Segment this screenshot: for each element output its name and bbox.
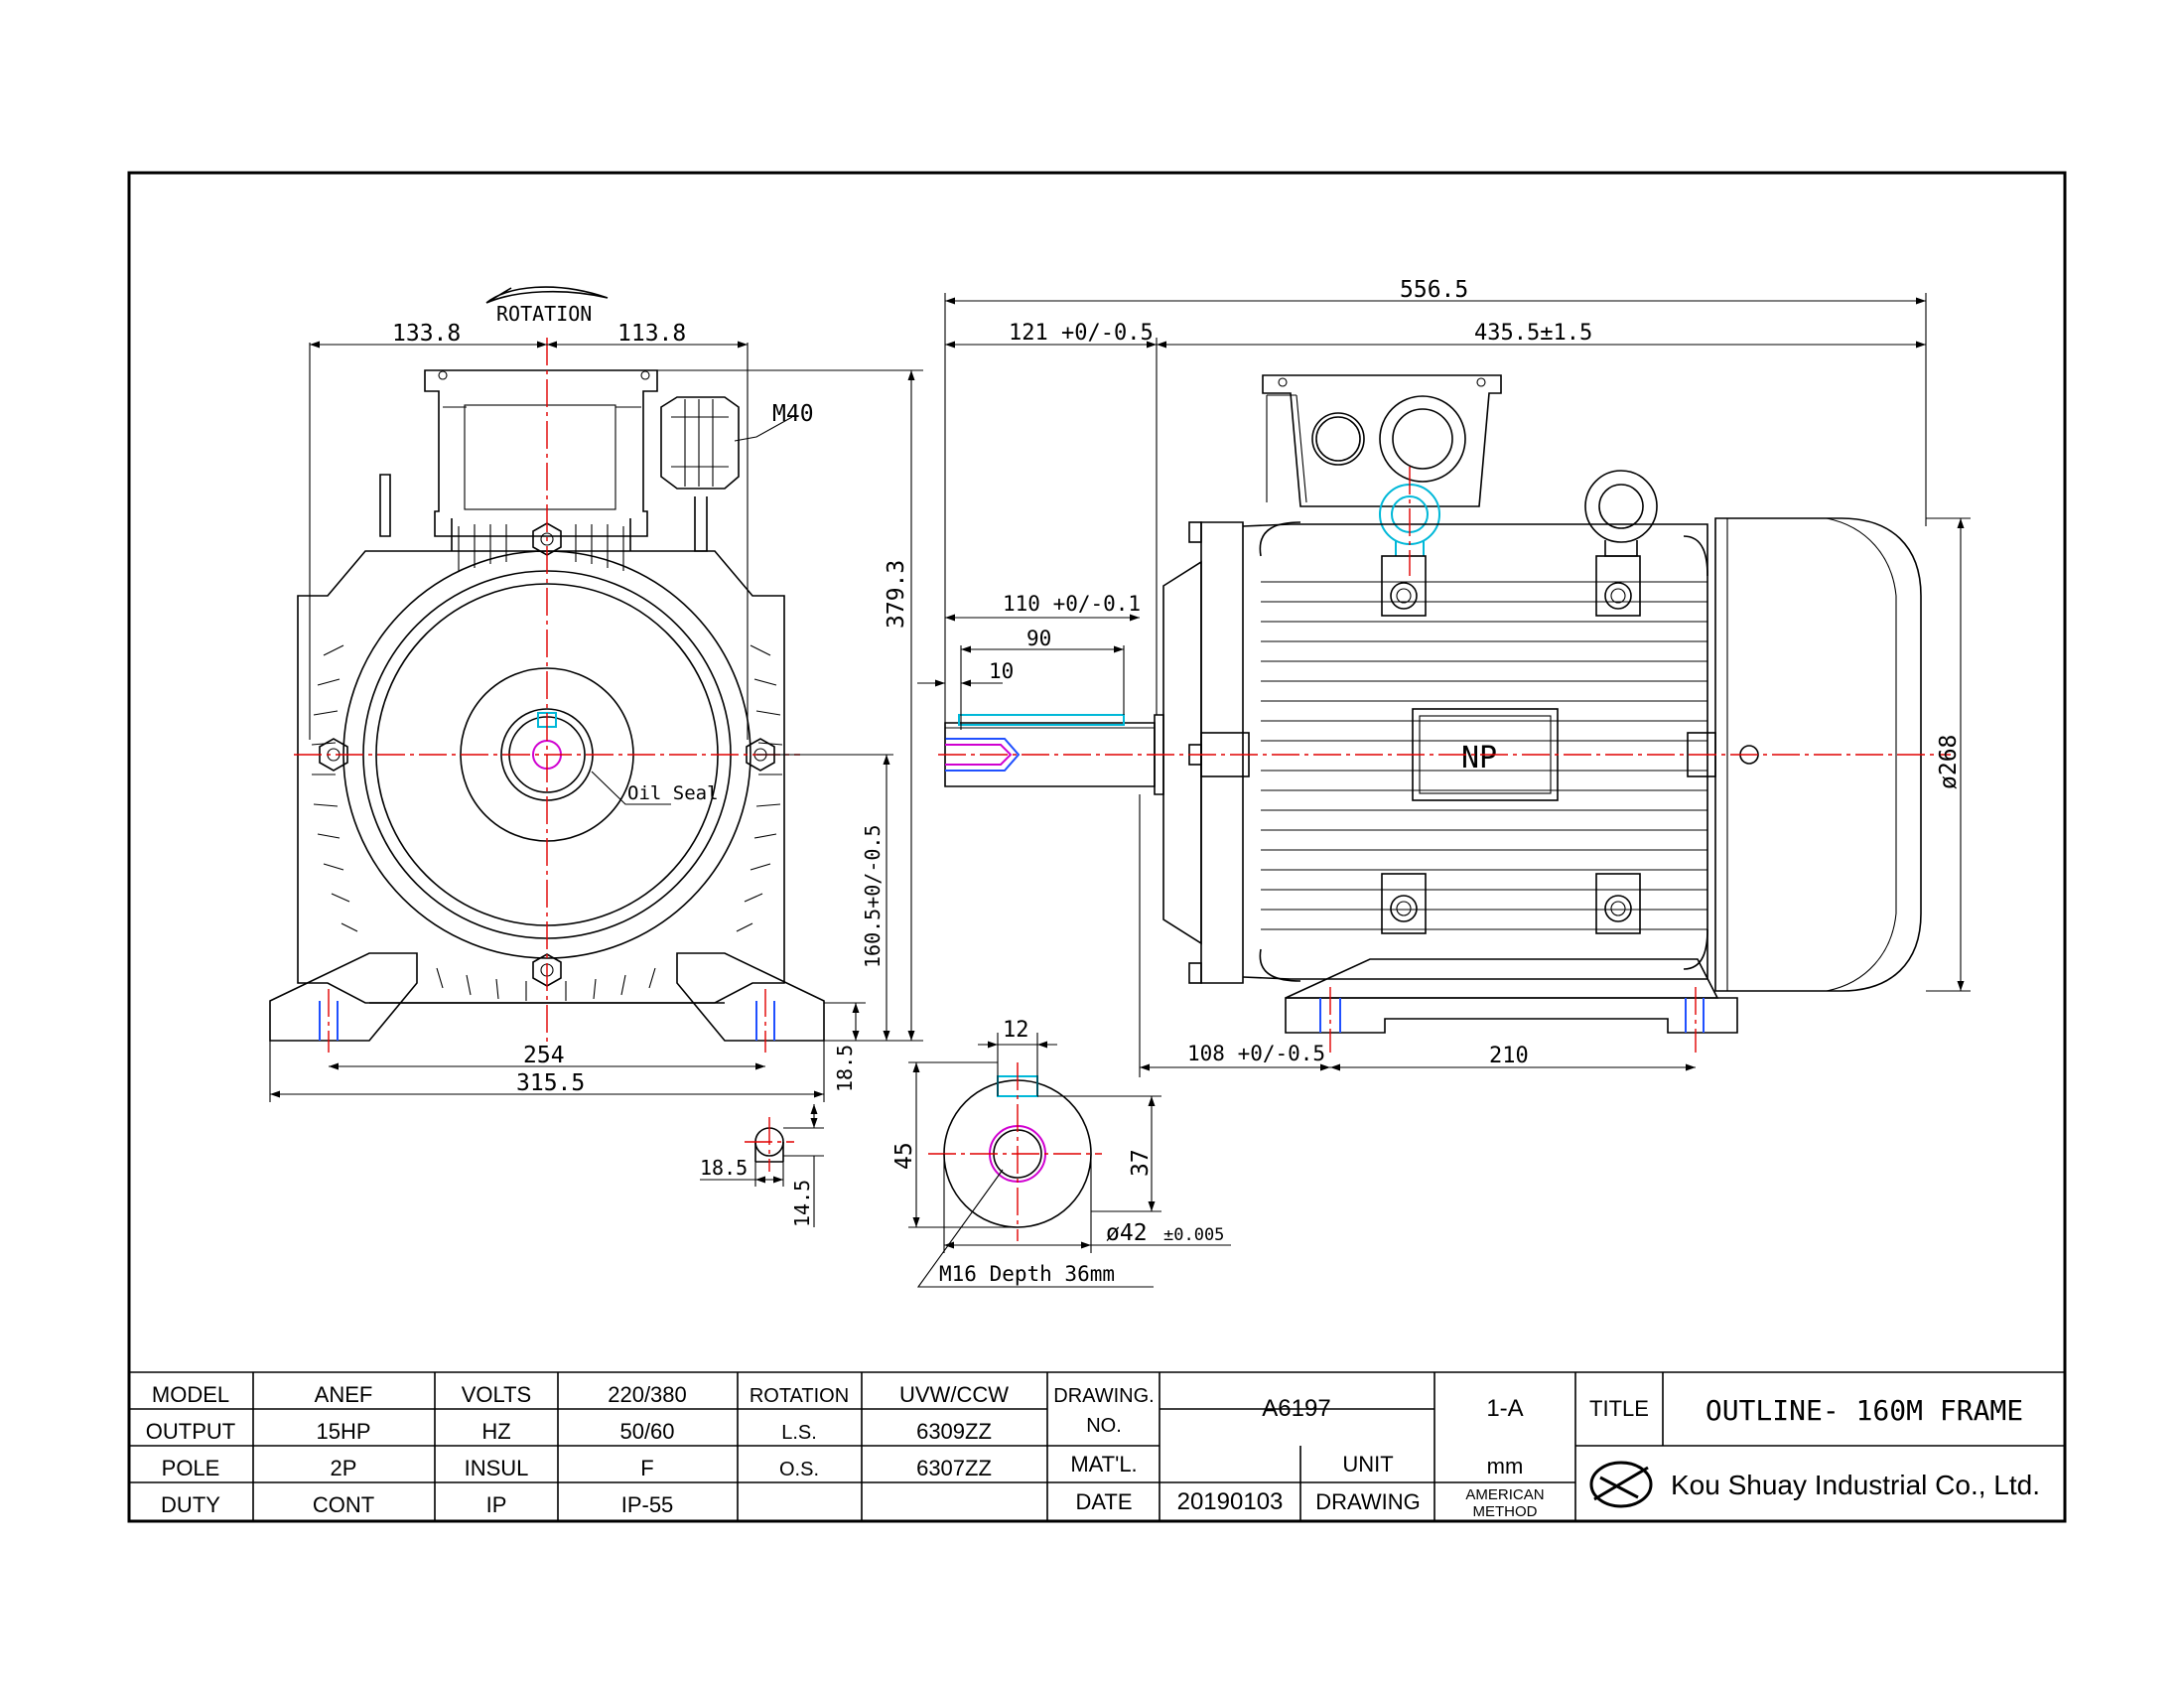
method-line-2: METHOD bbox=[1473, 1503, 1538, 1520]
drawing-method-label: DRAWING bbox=[1315, 1489, 1421, 1514]
nameplate-label: NP bbox=[1461, 741, 1497, 775]
dim-foot-hole-width: 18.5 bbox=[700, 1156, 748, 1180]
shaft-section-detail: 12 45 37 ø42 ±0.005 M16 Depth 36mm bbox=[891, 1018, 1231, 1288]
dim-housing-diameter: ø268 bbox=[1936, 735, 1962, 789]
spec-label-c: ROTATION bbox=[750, 1385, 849, 1407]
spec-label-b: INSUL bbox=[465, 1456, 529, 1480]
dim-total-length: 556.5 bbox=[1400, 277, 1468, 303]
drawing-title: OUTLINE- 160M FRAME bbox=[1706, 1394, 2023, 1427]
dim-front-height: 379.3 bbox=[884, 560, 909, 629]
spec-label-a: MODEL bbox=[152, 1382, 229, 1407]
thread-note: M16 Depth 36mm bbox=[939, 1262, 1115, 1286]
company-logo-icon bbox=[1589, 1461, 1653, 1508]
dim-shaft-extension: 121 +0/-0.5 bbox=[1009, 321, 1154, 346]
front-view: ROTATION bbox=[269, 286, 825, 1053]
rotation-label: ROTATION bbox=[496, 302, 592, 326]
dim-key-offset: 10 bbox=[989, 659, 1014, 683]
dim-shaft-diameter: ø42 bbox=[1106, 1220, 1148, 1246]
dim-foot-hole-height: 14.5 bbox=[790, 1180, 814, 1227]
dim-front-right: 113.8 bbox=[617, 321, 686, 347]
spec-value-b: IP-55 bbox=[621, 1492, 674, 1517]
spec-label-c: L.S. bbox=[781, 1422, 817, 1444]
bolt-icon bbox=[1381, 555, 1641, 934]
dim-front-left: 133.8 bbox=[392, 321, 461, 347]
revision-value: 1-A bbox=[1486, 1395, 1523, 1422]
spec-value-b: 50/60 bbox=[619, 1419, 674, 1444]
unit-label: UNIT bbox=[1342, 1452, 1393, 1477]
dim-key-width: 12 bbox=[1003, 1018, 1029, 1043]
spec-value-a: 2P bbox=[331, 1456, 357, 1480]
spec-value-a: CONT bbox=[313, 1492, 374, 1517]
spec-value-c: 6307ZZ bbox=[916, 1456, 992, 1480]
spec-label-a: OUTPUT bbox=[146, 1419, 235, 1444]
oil-seal-label: Oil Seal bbox=[627, 782, 719, 804]
dim-foot-offset: 108 +0/-0.5 bbox=[1187, 1042, 1325, 1065]
spec-value-a: 15HP bbox=[316, 1419, 370, 1444]
spec-label-b: HZ bbox=[481, 1419, 510, 1444]
spec-value-a: ANEF bbox=[315, 1382, 373, 1407]
spec-label-a: DUTY bbox=[161, 1492, 220, 1517]
dim-base-width: 315.5 bbox=[516, 1070, 585, 1096]
spec-label-b: VOLTS bbox=[462, 1382, 532, 1407]
dim-foot-thickness: 18.5 bbox=[833, 1045, 857, 1092]
date-value: 20190103 bbox=[1177, 1488, 1284, 1515]
spec-value-b: 220/380 bbox=[608, 1382, 687, 1407]
sheet-border bbox=[127, 171, 2067, 1523]
method-line-1: AMERICAN bbox=[1465, 1486, 1544, 1503]
side-view: NP bbox=[938, 374, 1951, 1053]
spec-grid: MODEL ANEF VOLTS 220/380 ROTATION UVW/CCW OUTP… bbox=[146, 1382, 1009, 1517]
unit-value: mm bbox=[1487, 1454, 1524, 1478]
spec-value-c: 6309ZZ bbox=[916, 1419, 992, 1444]
dim-key-depth: 37 bbox=[1128, 1149, 1154, 1177]
matl-label: MAT'L. bbox=[1070, 1452, 1137, 1477]
spec-value-b: F bbox=[640, 1456, 653, 1480]
dim-foot-spacing: 210 bbox=[1489, 1044, 1529, 1068]
drawing-no-value: A6197 bbox=[1262, 1395, 1330, 1422]
spec-label-c: O.S. bbox=[779, 1459, 819, 1480]
drawing-no-label-1: DRAWING. bbox=[1053, 1385, 1154, 1407]
cable-gland-label: M40 bbox=[772, 401, 814, 427]
dim-shaft-height: 160.5+0/-0.5 bbox=[861, 825, 885, 969]
dim-section-height: 45 bbox=[891, 1142, 917, 1170]
foot-hole-detail: 18.5 14.5 bbox=[700, 1104, 824, 1227]
company-name: Kou Shuay Industrial Co., Ltd. bbox=[1671, 1470, 2040, 1500]
drawing-no-label-2: NO. bbox=[1086, 1415, 1122, 1437]
title-label: TITLE bbox=[1589, 1396, 1649, 1421]
title-block: MODEL ANEF VOLTS 220/380 ROTATION UVW/CCW OUTP… bbox=[129, 1371, 2065, 1521]
spec-value-c: UVW/CCW bbox=[899, 1382, 1009, 1407]
dim-body-length: 435.5±1.5 bbox=[1474, 321, 1592, 346]
front-view-dimensions: 133.8 113.8 379.3 160.5+0/-0.5 254 315.5… bbox=[269, 321, 923, 1102]
spec-label-a: POLE bbox=[162, 1456, 220, 1480]
dim-key-length: 90 bbox=[1026, 627, 1051, 650]
spec-label-b: IP bbox=[486, 1492, 507, 1517]
dim-shaft-tolerance: ±0.005 bbox=[1163, 1225, 1224, 1245]
date-label: DATE bbox=[1075, 1489, 1132, 1514]
dim-hole-spacing: 254 bbox=[523, 1043, 565, 1068]
side-view-dimensions: 556.5 121 +0/-0.5 435.5±1.5 110 +0/-0.1 … bbox=[917, 277, 1971, 1077]
dim-shaft-length: 110 +0/-0.1 bbox=[1003, 592, 1141, 616]
rotation-arrow-icon bbox=[485, 286, 609, 304]
